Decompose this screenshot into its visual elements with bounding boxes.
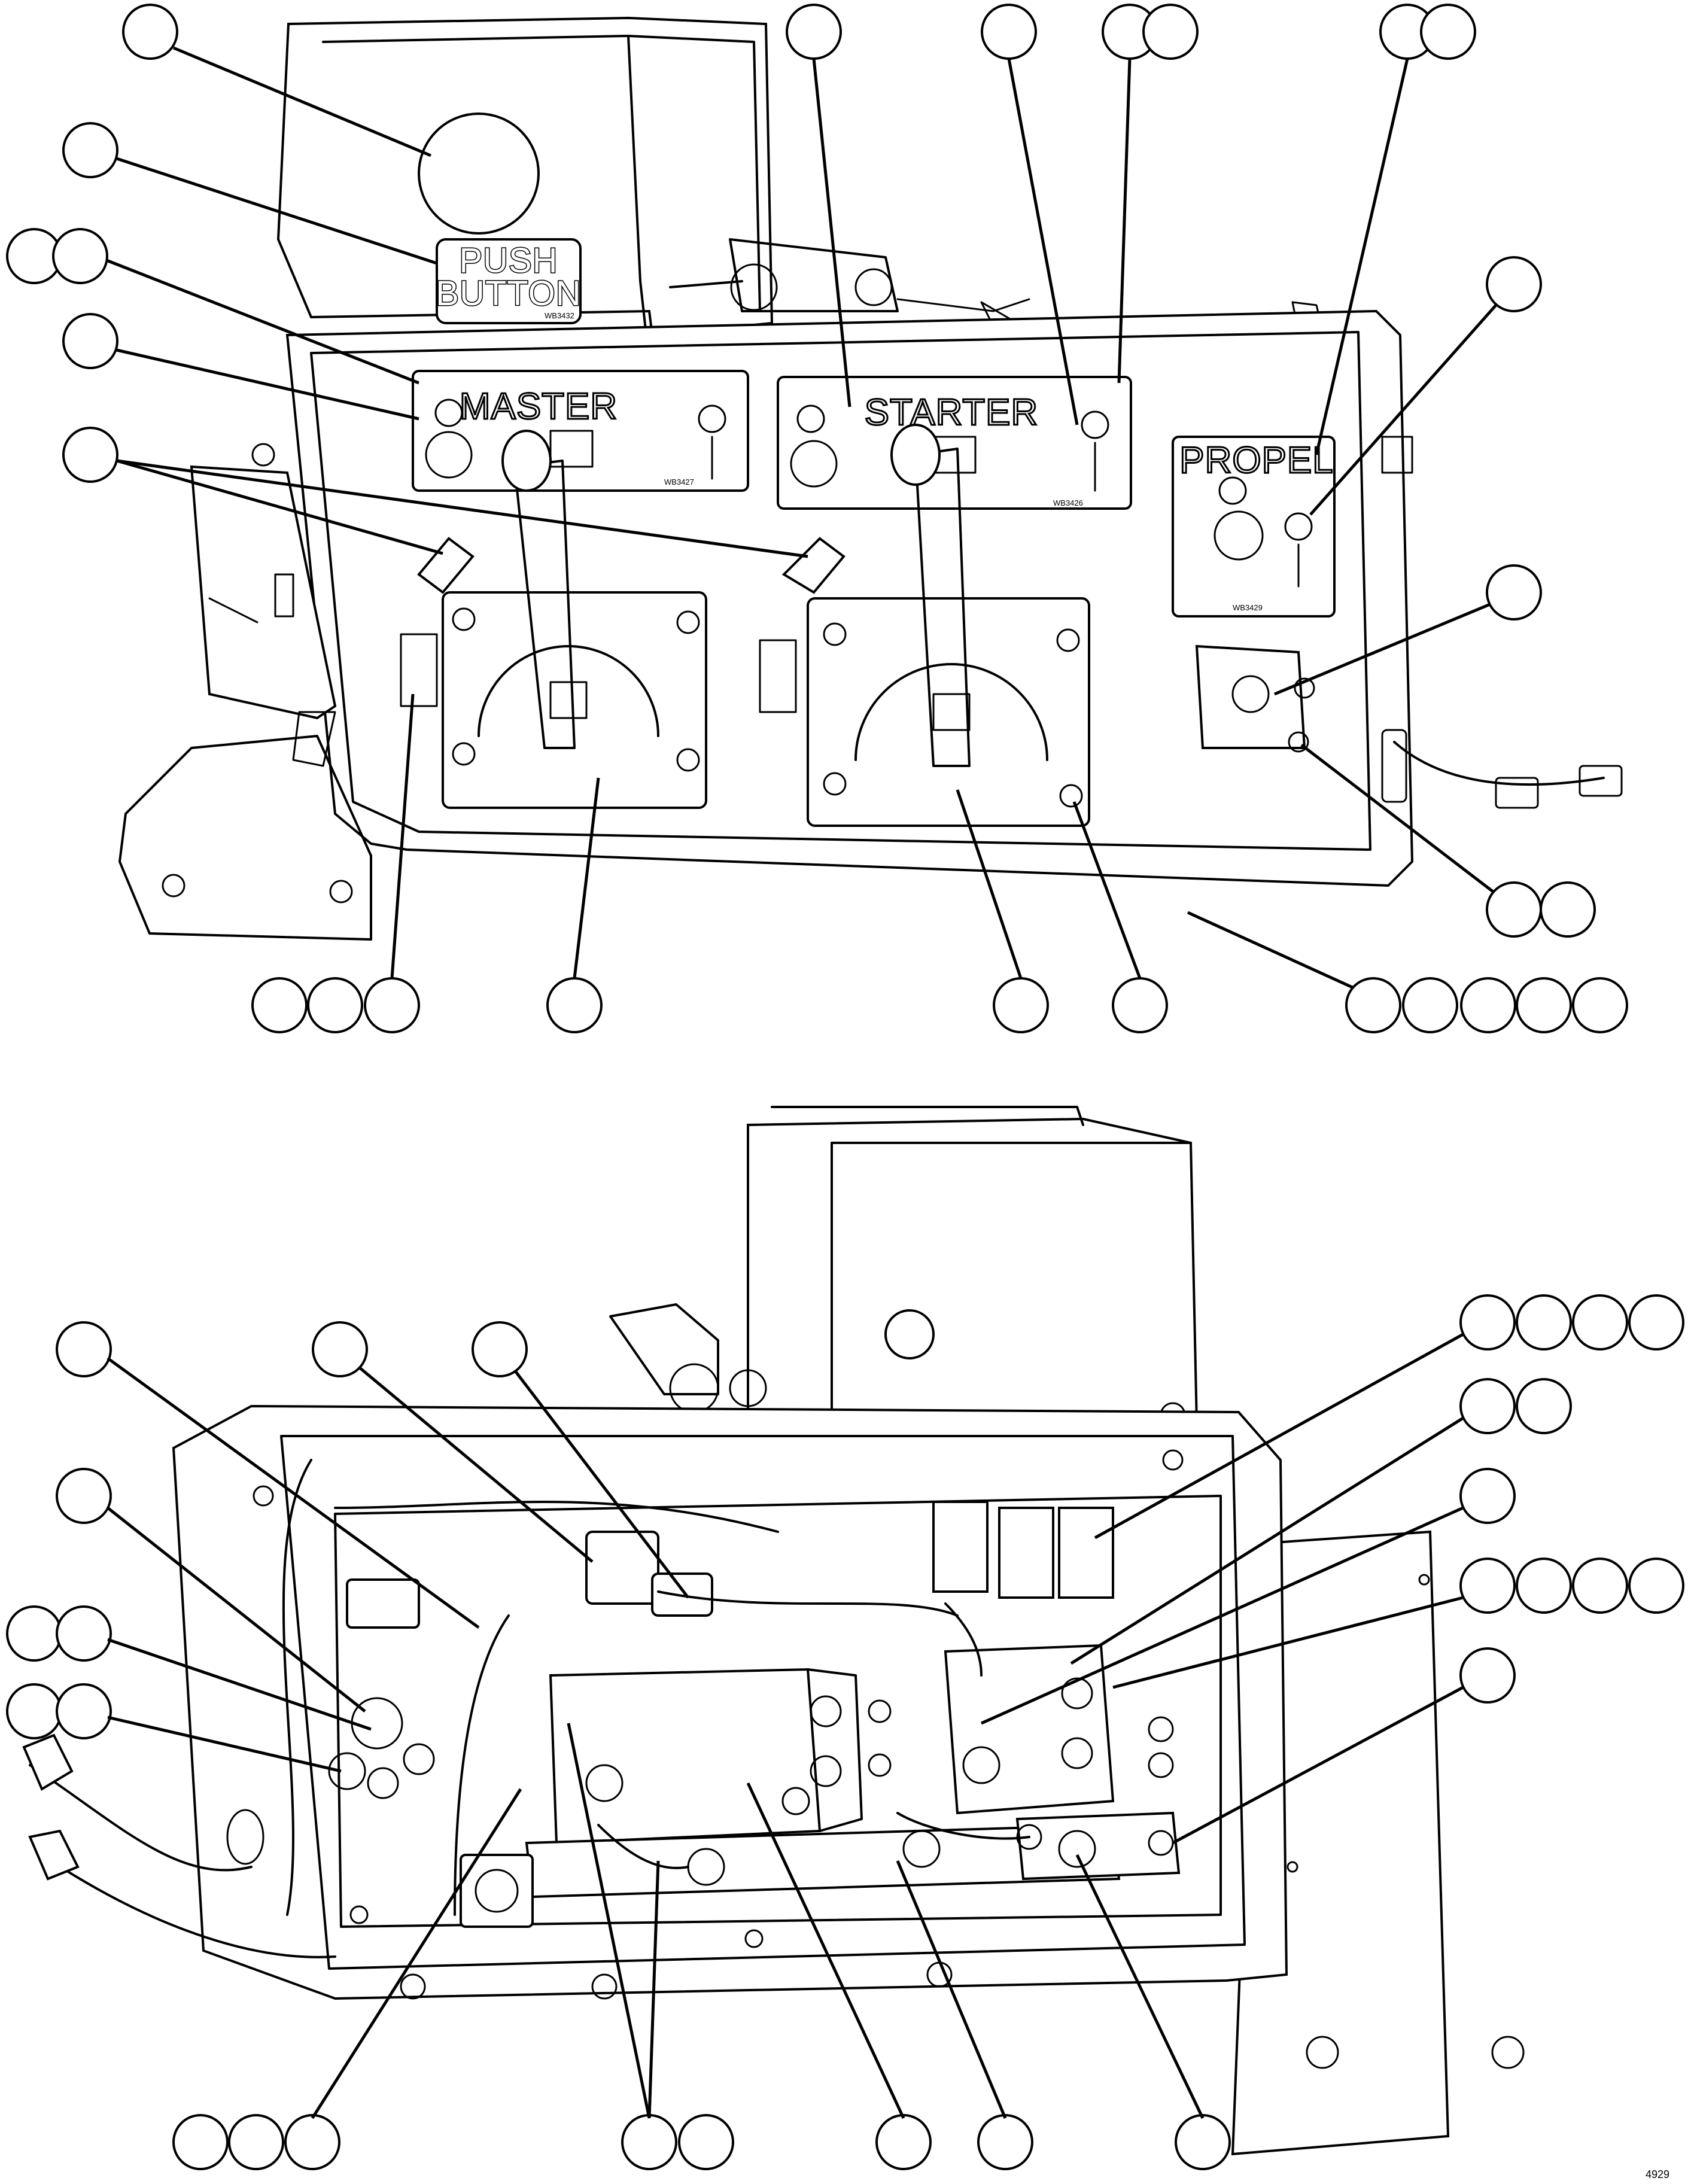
terminal-block-right: [944, 1644, 1115, 1815]
bottom-callouts: [6, 1294, 1684, 2170]
push-button-label-line2: BUTTON: [436, 274, 581, 313]
propel-plate: [1172, 436, 1336, 618]
center-block: [549, 1668, 822, 1845]
starter-plate: [777, 376, 1132, 510]
starter-switch-body: [807, 597, 1090, 827]
bottom-assembly: [22, 1106, 1525, 2156]
push-button-code: WB3432: [545, 311, 574, 320]
starter-switch-lever: [914, 448, 971, 767]
starter-code: WB3426: [1053, 498, 1083, 507]
propel-label: PROPEL: [1179, 440, 1334, 481]
top-assembly: PUSH BUTTON WB3432 MASTER WB3427 STARTER: [118, 16, 1623, 941]
starter-label: STARTER: [865, 392, 1039, 433]
figure-code: 4929: [1646, 2168, 1669, 2180]
relay-block: [932, 1501, 1114, 1599]
top-housing: [747, 1117, 1199, 1438]
push-button-decal: [436, 238, 582, 324]
top-callouts: [6, 4, 1628, 1033]
propel-code: WB3429: [1233, 603, 1263, 612]
master-switch-body: [442, 591, 707, 809]
master-code: WB3427: [664, 477, 694, 486]
master-label: MASTER: [460, 386, 618, 427]
push-button-label-line1: PUSH: [459, 241, 558, 280]
key-switch: [1195, 644, 1306, 749]
push-button: [418, 112, 540, 235]
